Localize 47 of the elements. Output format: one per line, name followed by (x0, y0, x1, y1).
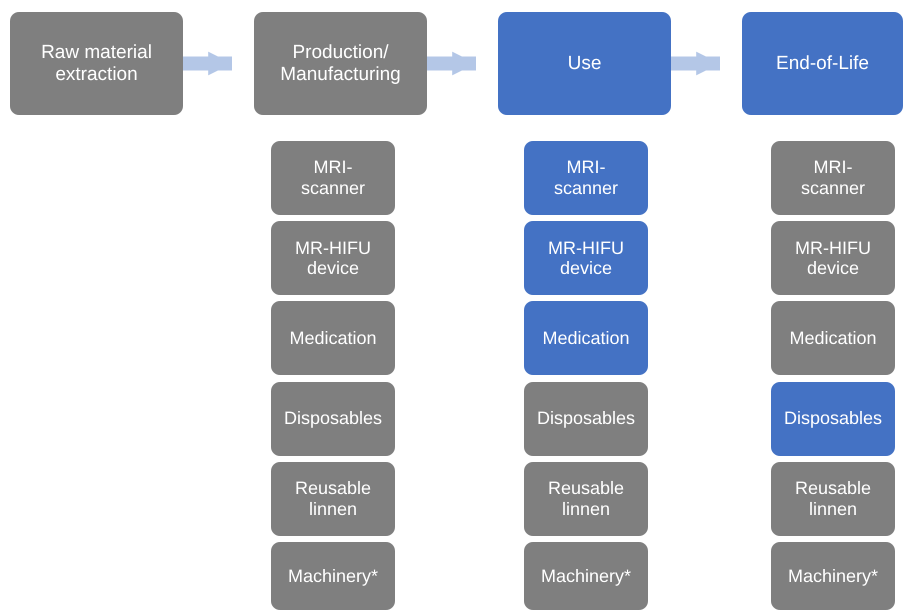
arrow (671, 52, 720, 76)
process-box (524, 221, 648, 296)
box-label: MR-HIFU device (294, 238, 372, 279)
process-box (498, 12, 671, 115)
box-label: MRI- scanner (300, 157, 366, 199)
process-box (771, 542, 895, 610)
process-box (271, 141, 395, 215)
process-box (771, 382, 895, 456)
process-box (524, 382, 648, 456)
box-label: Use (568, 52, 602, 74)
box-label: Reusable linnen (546, 478, 626, 520)
process-box (771, 221, 895, 296)
process-box (10, 12, 183, 115)
process-box (271, 221, 395, 296)
process-box (271, 542, 395, 610)
box-label: Disposables (284, 408, 382, 429)
process-box (254, 12, 427, 115)
process-box (524, 542, 648, 610)
process-box (771, 462, 895, 536)
box-label: MRI- scanner (800, 157, 866, 199)
box-label: MR-HIFU device (547, 238, 625, 279)
process-box (271, 301, 395, 376)
box-label: MR-HIFU device (794, 238, 872, 279)
process-box (271, 382, 395, 456)
box-label: MRI- scanner (552, 157, 620, 199)
box-label: Medication (542, 328, 630, 349)
box-label: Reusable linnen (794, 478, 872, 520)
box-label: Raw material extraction (40, 42, 153, 86)
box-label: Medication (789, 328, 877, 349)
box-label: Disposables (784, 408, 882, 429)
box-label: End-of-Life (776, 52, 869, 74)
process-box (524, 462, 648, 536)
box-label: Medication (289, 328, 377, 349)
box-label: Disposables (536, 408, 636, 429)
process-box (524, 141, 648, 215)
process-box (771, 141, 895, 215)
box-label: Machinery* (288, 566, 378, 586)
process-box (771, 301, 895, 376)
process-box (524, 301, 648, 376)
box-label: Machinery* (540, 566, 632, 586)
arrow (183, 52, 232, 76)
process-box (271, 462, 395, 536)
box-label: Production/ Manufacturing (279, 42, 402, 86)
arrow (427, 52, 476, 76)
box-label: Reusable linnen (294, 478, 372, 520)
box-label: Machinery* (788, 566, 878, 586)
process-box (742, 12, 903, 115)
